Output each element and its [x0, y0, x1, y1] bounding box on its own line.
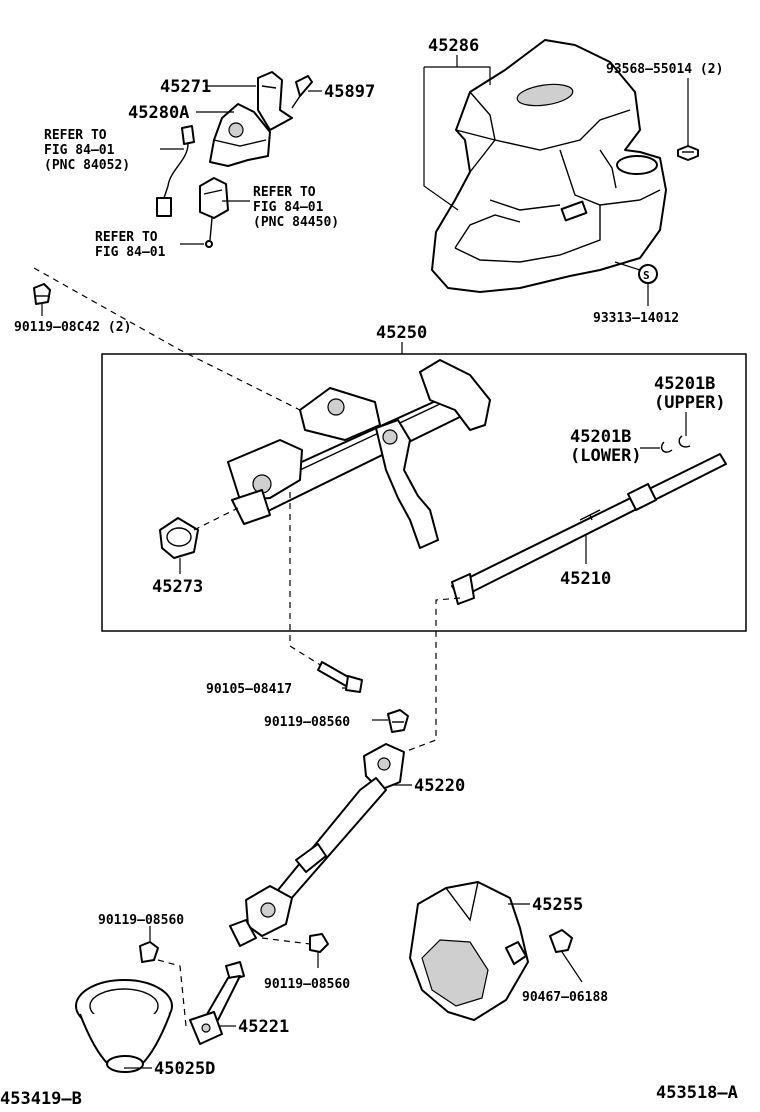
bolt-90119-08560-b	[139, 941, 159, 963]
label-45201B-upper: 45201B	[654, 374, 715, 394]
label-90119-08560-c: 90119–08560	[264, 977, 350, 992]
bolt-90119-08560-a	[387, 709, 409, 733]
shaft-45210	[451, 453, 727, 605]
label-fig-84-01-2: FIG 84–01	[253, 200, 324, 215]
label-fig-84-01-1: FIG 84–01	[44, 143, 115, 158]
bolt-90105-08417	[317, 661, 363, 693]
shaft-45221	[189, 961, 245, 1045]
housing-45280A	[209, 103, 271, 167]
label-45201B-lower: 45201B	[570, 427, 631, 447]
screw-45897	[291, 75, 313, 109]
assembly-box-45250	[101, 353, 747, 632]
bolt-90119-08560-c	[309, 933, 329, 953]
clip-93313: S	[638, 264, 658, 284]
intermediate-shaft-45220	[229, 743, 405, 947]
label-90119-08C42: 90119–08C42 (2)	[14, 320, 131, 335]
figure-id-left: 453419–B	[0, 1089, 82, 1109]
switch-84450	[199, 177, 229, 248]
label-45025D: 45025D	[154, 1059, 215, 1079]
label-pnc-84052: (PNC 84052)	[44, 158, 130, 173]
boot-45025D	[75, 979, 173, 1073]
label-45271: 45271	[160, 77, 211, 97]
label-refer-to-1: REFER TO	[44, 128, 107, 143]
bracket-45271	[257, 71, 293, 131]
label-45897: 45897	[324, 82, 375, 102]
label-45255: 45255	[532, 895, 583, 915]
label-45210: 45210	[560, 569, 611, 589]
label-refer-to-3: REFER TO	[95, 230, 158, 245]
label-refer-to-2: REFER TO	[253, 185, 316, 200]
label-90105-08417: 90105–08417	[206, 682, 292, 697]
wire-harness-84052	[156, 125, 195, 217]
ring-45201B-upper	[678, 435, 691, 448]
label-93568-55014: 93568–55014 (2)	[606, 62, 723, 77]
label-45273: 45273	[152, 577, 203, 597]
ring-45201B-lower	[660, 441, 673, 453]
label-45221: 45221	[238, 1017, 289, 1037]
label-fig-84-01-3: FIG 84–01	[95, 245, 166, 260]
label-90119-08560-b: 90119–08560	[98, 913, 184, 928]
label-93313-14012: 93313–14012	[593, 311, 679, 326]
screw-93568	[677, 145, 699, 161]
column-assembly	[227, 359, 491, 549]
label-pnc-84450: (PNC 84450)	[253, 215, 339, 230]
label-45201B-upper-note: (UPPER)	[654, 393, 726, 413]
column-cover-45286	[431, 39, 667, 293]
label-45201B-lower-note: (LOWER)	[570, 446, 642, 466]
label-45250: 45250	[376, 323, 427, 343]
svg-text:S: S	[643, 269, 650, 282]
label-45280A: 45280A	[128, 103, 189, 123]
label-90467-06188: 90467–06188	[522, 990, 608, 1005]
label-45286: 45286	[428, 36, 479, 56]
figure-id-right: 453518–A	[656, 1083, 738, 1103]
label-45220: 45220	[414, 776, 465, 796]
bolt-90119-08C42	[33, 283, 51, 305]
lower-cover-45255	[409, 881, 529, 1021]
label-90119-08560-a: 90119–08560	[264, 715, 350, 730]
clip-90467-06188	[549, 929, 573, 953]
bushing-45273	[159, 517, 199, 559]
